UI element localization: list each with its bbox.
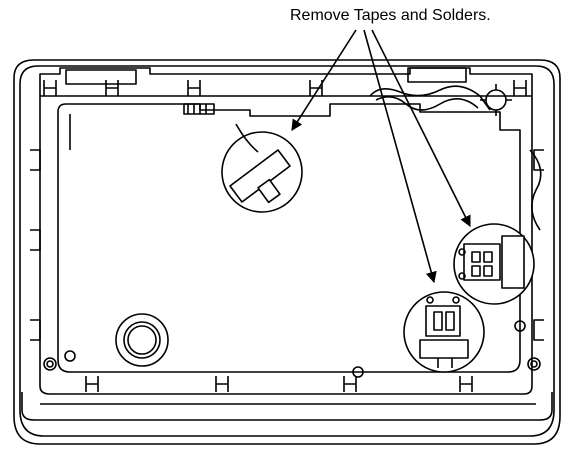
speaker-outer — [115, 313, 169, 367]
arrow-to-right-solder — [371, 29, 471, 228]
detail-circle-solder-bottom — [403, 291, 485, 373]
outer-housing — [13, 59, 561, 445]
detail-circle-solder-right — [453, 223, 535, 305]
detail-circle-tape — [221, 123, 303, 213]
inner-tray — [39, 95, 533, 395]
outer-housing-inner-rim — [19, 65, 555, 437]
arrow-to-bottom-solder — [363, 29, 437, 284]
speaker-inner — [123, 321, 161, 359]
circuit-board — [57, 103, 521, 373]
callout-label: Remove Tapes and Solders. — [290, 7, 491, 24]
base-lip — [21, 392, 553, 421]
arrow-to-tape — [291, 29, 357, 131]
top-rail — [39, 67, 533, 96]
